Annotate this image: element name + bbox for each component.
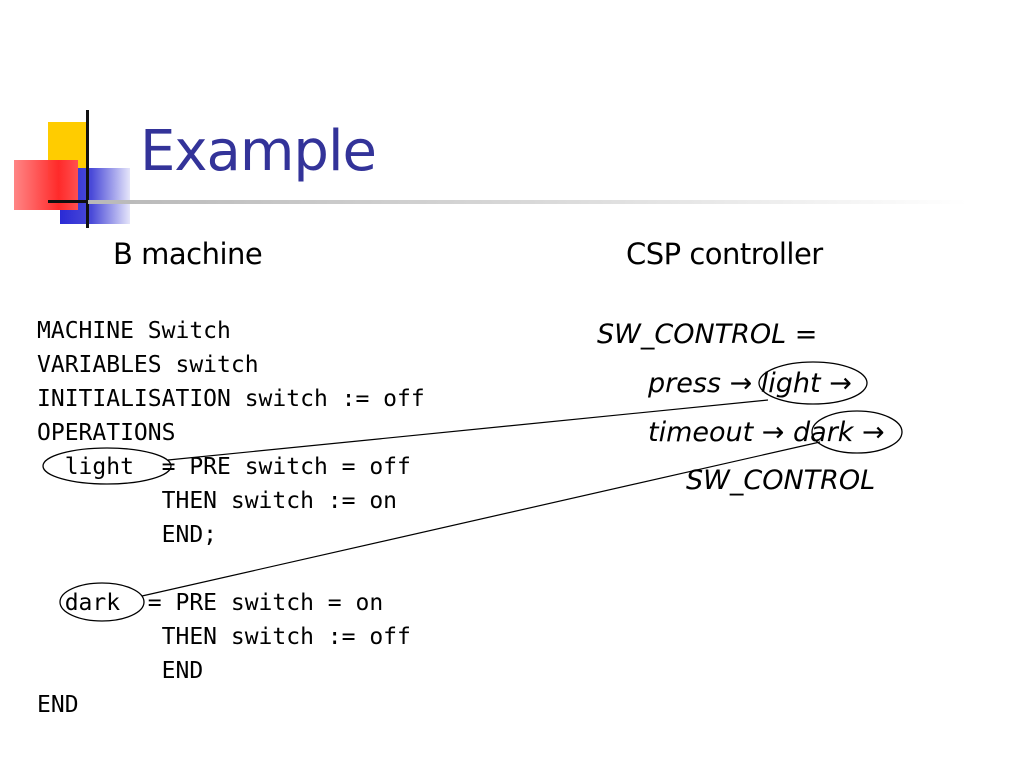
title-underline [88,200,968,204]
logo-vertical-line [86,110,89,228]
code-line: dark = PRE switch = on [37,590,384,616]
code-line: END; [37,522,218,548]
code-line: light = PRE switch = off [37,454,411,480]
csp-line-press: press → light → [648,368,852,399]
code-line: THEN switch := on [37,488,398,514]
csp-line-recursion: SW_CONTROL [686,465,876,496]
code-line: OPERATIONS [37,420,176,446]
code-line: MACHINE Switch [37,318,231,344]
code-line [37,552,425,586]
csp-line-timeout: timeout → dark → [648,417,885,448]
b-machine-heading: B machine [113,237,263,271]
code-line: END [37,692,79,718]
code-line: VARIABLES switch [37,352,259,378]
code-line: END [37,658,204,684]
csp-line-definition: SW_CONTROL = [597,319,818,350]
csp-controller-heading: CSP controller [626,237,823,271]
slide-logo-decoration [0,100,150,230]
code-line: THEN switch := off [37,624,411,650]
page-title: Example [140,119,377,184]
code-line: INITIALISATION switch := off [37,386,425,412]
